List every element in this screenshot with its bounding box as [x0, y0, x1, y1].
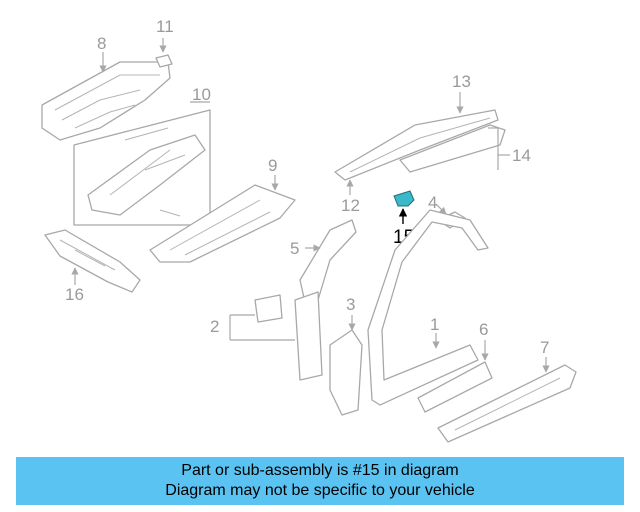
info-banner: Part or sub-assembly is #15 in diagram D…: [16, 457, 624, 505]
part-5-pillar: [299, 219, 357, 301]
callout-14: 14: [512, 146, 531, 165]
callout-16: 16: [65, 285, 84, 304]
callout-4: 4: [428, 193, 437, 212]
callout-8: 8: [97, 34, 106, 53]
part-7-outer-sill: [437, 357, 577, 443]
callout-9: 9: [268, 156, 277, 175]
callout-2: 2: [210, 317, 219, 336]
callout-7: 7: [540, 338, 549, 357]
callout-11: 11: [156, 17, 174, 36]
part-11-clip: [155, 38, 173, 68]
banner-line-2: Diagram may not be specific to your vehi…: [165, 482, 475, 499]
callout-1: 1: [430, 315, 439, 334]
part-2-reinforcement: [229, 291, 323, 381]
part-1-body-side: [367, 209, 489, 406]
part-6-rocker: [417, 340, 493, 413]
part-9-rear-floor: [149, 175, 296, 263]
callout-5: 5: [290, 239, 299, 258]
part-8-floor-pan: [41, 52, 171, 141]
callout-12: 12: [341, 196, 360, 215]
callout-6: 6: [479, 320, 488, 339]
part-3-pillar-inner: [329, 315, 363, 416]
part-13-roof-rail: [334, 92, 499, 181]
part-15-highlighted: [393, 190, 415, 224]
part-14-inner-rail: [399, 124, 510, 173]
parts-diagram: 8 11 10 16 9 13: [41, 17, 577, 443]
callout-3: 3: [346, 295, 355, 314]
part-16-side-sill: [44, 229, 141, 293]
banner-line-1: Part or sub-assembly is #15 in diagram: [181, 462, 459, 479]
callout-13: 13: [452, 72, 471, 91]
callout-10: 10: [192, 85, 211, 104]
